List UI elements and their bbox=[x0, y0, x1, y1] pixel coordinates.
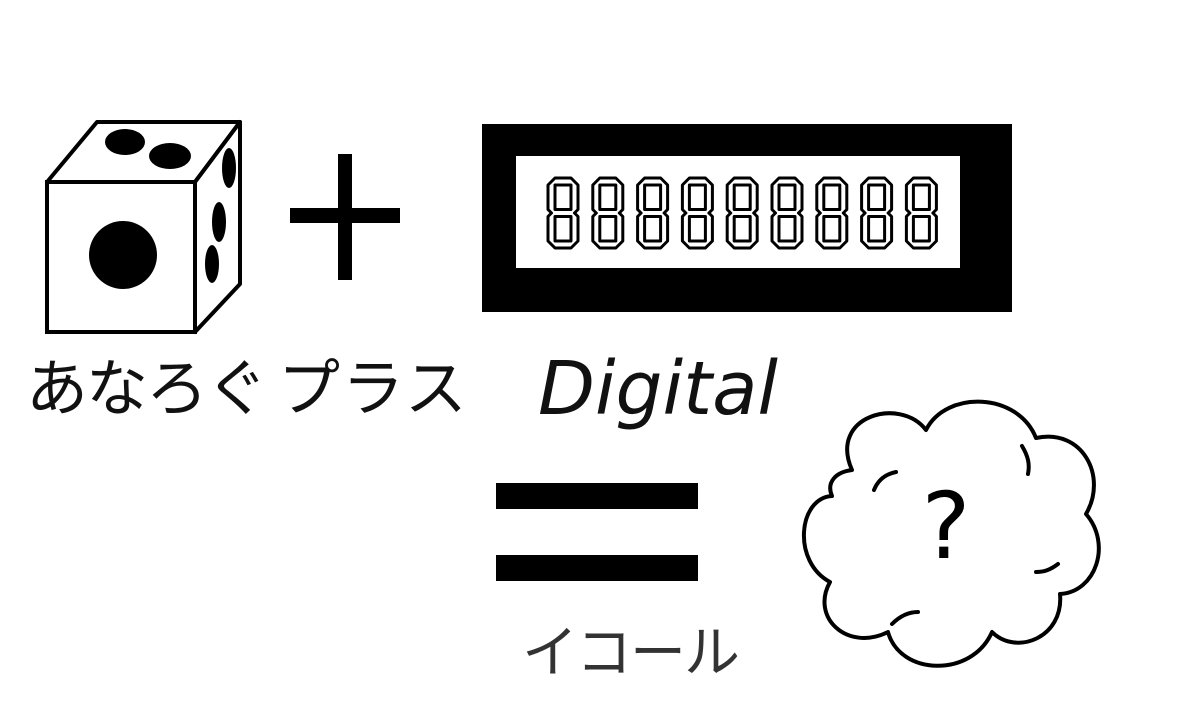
segment-digit bbox=[815, 176, 849, 250]
seven-segment-digits bbox=[546, 176, 938, 250]
question-mark: ? bbox=[922, 473, 971, 580]
equals-symbol bbox=[496, 483, 698, 581]
segment-digit bbox=[591, 176, 625, 250]
segment-digit bbox=[546, 176, 580, 250]
thought-cloud-icon: ? bbox=[802, 399, 1101, 668]
segment-digit bbox=[636, 176, 670, 250]
segment-digit bbox=[770, 176, 804, 250]
segment-digit bbox=[725, 176, 759, 250]
segment-digit bbox=[860, 176, 894, 250]
label-analog: あなろぐ bbox=[26, 352, 268, 425]
label-plus: プラス bbox=[278, 352, 469, 425]
label-equal: イコール bbox=[522, 621, 740, 686]
digital-display-icon bbox=[482, 124, 1012, 312]
dice-icon bbox=[45, 120, 242, 334]
segment-digit bbox=[904, 176, 938, 250]
plus-symbol bbox=[290, 154, 400, 280]
segment-digit bbox=[680, 176, 714, 250]
label-digital: Digital bbox=[538, 346, 778, 432]
